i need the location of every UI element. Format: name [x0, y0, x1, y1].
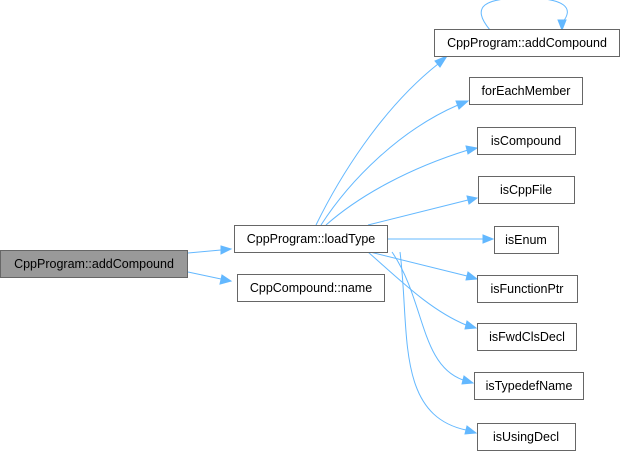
- node-isfunctionptr[interactable]: isFunctionPtr: [477, 275, 578, 303]
- edge-loadtype-to-iscompound-arrow: [465, 145, 479, 155]
- edge-loadtype-to-istypedefname-arrow: [461, 375, 475, 385]
- node-foreachmember-label: forEachMember: [482, 84, 571, 98]
- edge-loadtype-to-isusingdecl: [399, 251, 467, 431]
- graph-nodes: CppProgram::addCompound CppProgram::load…: [0, 29, 620, 451]
- edge-root-to-cppname: [187, 271, 222, 280]
- edge-addcompound-self-loop-arrow: [557, 19, 567, 32]
- edge-loadtype-to-foreachmember-arrow: [455, 100, 470, 110]
- node-root[interactable]: CppProgram::addCompound: [0, 250, 188, 278]
- node-isfwdclsdecl[interactable]: isFwdClsDecl: [477, 323, 577, 351]
- node-cppcompound-name-label: CppCompound::name: [250, 281, 372, 295]
- node-iscompound[interactable]: isCompound: [477, 127, 576, 155]
- edge-loadtype-to-isenum-arrow: [482, 234, 495, 244]
- node-loadtype-label: CppProgram::loadType: [247, 232, 376, 246]
- node-iscompound-label: isCompound: [491, 134, 561, 148]
- node-isfunctionptr-label: isFunctionPtr: [491, 282, 564, 296]
- edge-loadtype-to-isfunctionptr: [369, 251, 468, 277]
- edge-loadtype-to-iscppfile: [367, 199, 469, 226]
- edge-addcompound-self-loop: [480, 0, 568, 31]
- edge-loadtype-to-isfunctionptr-arrow: [465, 271, 479, 281]
- edge-loadtype-to-addcompound: [315, 63, 439, 226]
- node-iscppfile[interactable]: isCppFile: [478, 176, 575, 204]
- node-foreachmember[interactable]: forEachMember: [469, 77, 583, 105]
- edge-loadtype-to-addcompound-arrow: [434, 54, 449, 68]
- node-isenum-label: isEnum: [505, 233, 547, 247]
- node-isusingdecl[interactable]: isUsingDecl: [477, 423, 576, 451]
- edge-loadtype-to-isusingdecl-arrow: [464, 425, 478, 435]
- node-root-label: CppProgram::addCompound: [14, 257, 174, 271]
- node-loadtype[interactable]: CppProgram::loadType: [234, 225, 388, 253]
- edge-root-to-loadtype-arrow: [220, 245, 233, 255]
- edge-root-to-loadtype: [187, 249, 222, 254]
- edge-loadtype-to-isfwdclsdecl: [367, 251, 467, 326]
- node-iscppfile-label: isCppFile: [500, 183, 552, 197]
- node-isenum[interactable]: isEnum: [494, 226, 559, 254]
- edge-root-to-cppname-arrow: [219, 274, 233, 285]
- edge-loadtype-to-foreachmember: [320, 104, 459, 226]
- node-cppcompound-name[interactable]: CppCompound::name: [237, 274, 385, 302]
- node-istypedefname[interactable]: isTypedefName: [474, 372, 584, 400]
- graph-edges: [187, 0, 568, 435]
- node-addcompound-label: CppProgram::addCompound: [447, 36, 607, 50]
- node-istypedefname-label: isTypedefName: [486, 379, 573, 393]
- edge-loadtype-to-iscppfile-arrow: [466, 195, 479, 205]
- node-addcompound[interactable]: CppProgram::addCompound: [434, 29, 620, 57]
- node-isfwdclsdecl-label: isFwdClsDecl: [489, 330, 565, 344]
- edge-loadtype-to-iscompound: [325, 149, 469, 226]
- edge-loadtype-to-isfwdclsdecl-arrow: [464, 320, 478, 330]
- edge-loadtype-to-istypedefname: [391, 251, 464, 381]
- node-isusingdecl-label: isUsingDecl: [493, 430, 559, 444]
